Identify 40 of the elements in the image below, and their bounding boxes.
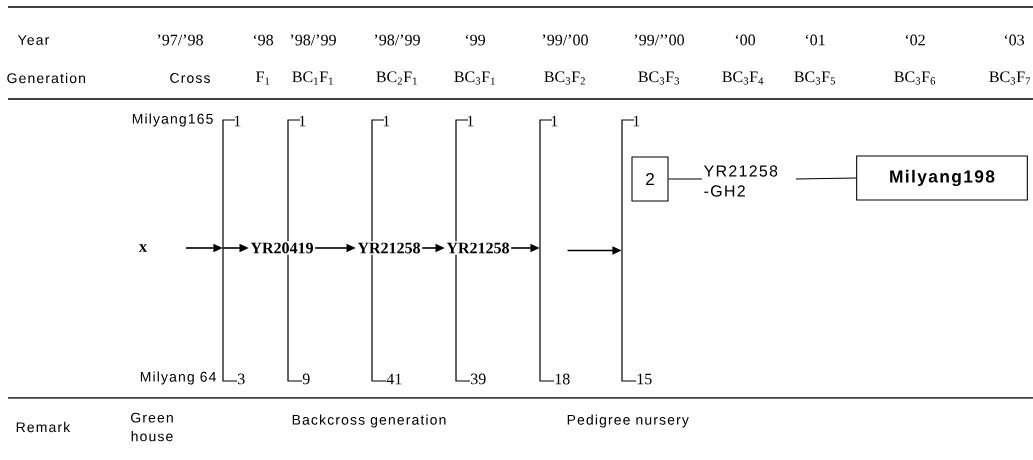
generation-text: BC$_{2}$F$_{1}$	[376, 71, 417, 85]
year-text: ‘03	[1004, 34, 1025, 46]
generation-text: BC$_{3}$F$_{7}$	[989, 71, 1031, 85]
line-name: YR21258	[356, 241, 422, 255]
cross-symbol: x	[139, 244, 147, 252]
remark-text: Pedigree nursery	[567, 414, 689, 428]
year-text: ’99/’’00	[634, 34, 684, 46]
bracket: 1 18	[539, 115, 570, 385]
line-name: YR21258 -GH2	[703, 165, 778, 197]
generation-text: F$_{1}$	[256, 71, 270, 85]
generation-text: BC$_{3}$F$_{2}$	[544, 71, 585, 85]
generation-text: BC$_{3}$F$_{6}$	[894, 71, 936, 85]
year-text: ‘00	[735, 34, 756, 46]
generation-text: BC$_{3}$F$_{4}$	[722, 71, 764, 85]
year-text: ’98/’99	[374, 34, 420, 46]
year-text: ‘01	[805, 34, 825, 46]
line-name: YR21258	[445, 241, 511, 255]
parent-label: Milyang165	[132, 113, 213, 127]
remark-text: Backcross generation	[292, 414, 446, 428]
generation-text: Cross	[170, 73, 210, 83]
variety-box: Milyang198	[856, 155, 1028, 201]
year-text: ’98/’99	[290, 34, 336, 46]
connector-line	[668, 178, 703, 180]
year-text: ‘02	[905, 34, 925, 46]
generation-text: BC$_{3}$F$_{3}$	[638, 71, 680, 85]
year-text: Year	[17, 35, 49, 45]
bracket: 1 3	[222, 115, 245, 385]
number-box: 2	[631, 156, 669, 202]
generation-text: BC$_{3}$F$_{5}$	[794, 71, 836, 85]
year-text: ’97/’98	[157, 34, 203, 46]
generation-text: BC$_{1}$F$_{1}$	[292, 71, 333, 85]
year-text: ’99/’00	[542, 34, 588, 46]
year-text: ‘98	[253, 34, 274, 46]
line-name: YR20419	[249, 241, 315, 255]
remark-text: Green house	[131, 412, 173, 442]
year-text: ‘99	[465, 34, 485, 46]
generation-text: Generation	[7, 72, 86, 84]
remark-text: Remark	[16, 421, 71, 433]
generation-text: BC$_{3}$F$_{1}$	[454, 71, 495, 85]
connector-line	[795, 177, 857, 180]
